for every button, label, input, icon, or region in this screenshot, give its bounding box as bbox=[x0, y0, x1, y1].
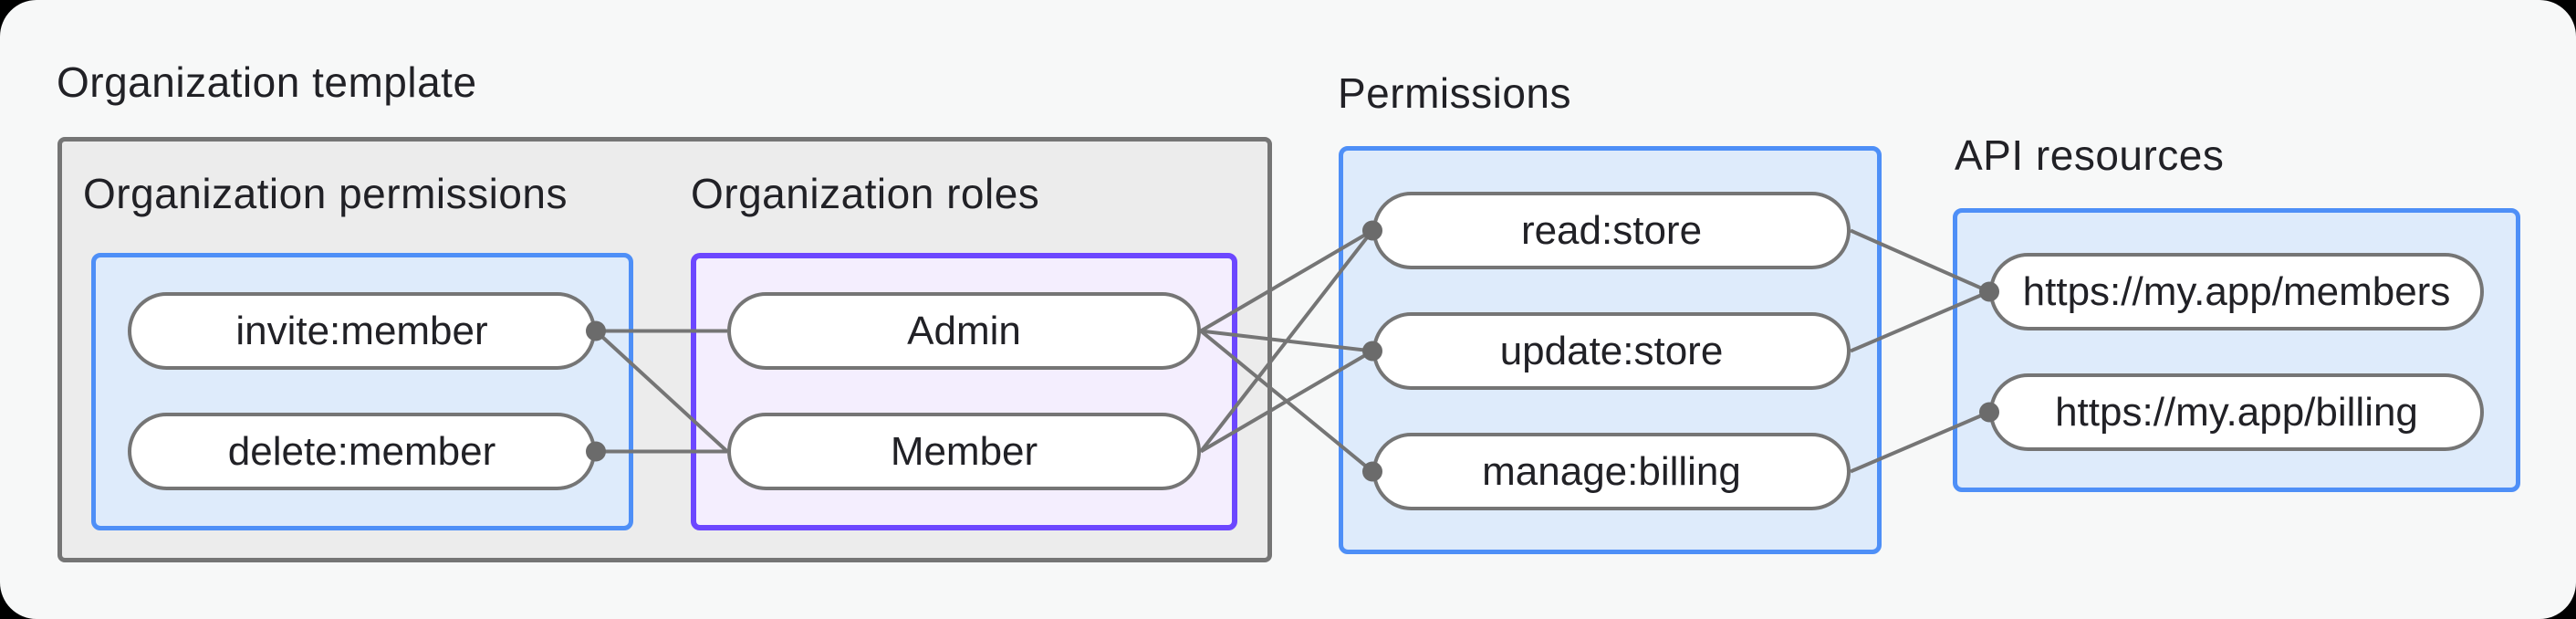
organization-permissions-label: Organization permissions bbox=[83, 170, 568, 217]
api-resources-label: API resources bbox=[1955, 131, 2225, 179]
node-invite: invite:member bbox=[128, 292, 596, 370]
diagram-title: Organization template bbox=[57, 58, 477, 106]
node-admin: Admin bbox=[727, 292, 1201, 370]
node-members-api: https://my.app/members bbox=[1989, 253, 2484, 330]
node-update: update:store bbox=[1372, 312, 1851, 390]
node-read: read:store bbox=[1372, 192, 1851, 269]
permissions-label: Permissions bbox=[1338, 69, 1572, 117]
node-member: Member bbox=[727, 413, 1201, 490]
node-billing-api: https://my.app/billing bbox=[1989, 373, 2484, 451]
node-manage: manage:billing bbox=[1372, 433, 1851, 510]
organization-roles-label: Organization roles bbox=[691, 170, 1040, 217]
node-delete: delete:member bbox=[128, 413, 596, 490]
